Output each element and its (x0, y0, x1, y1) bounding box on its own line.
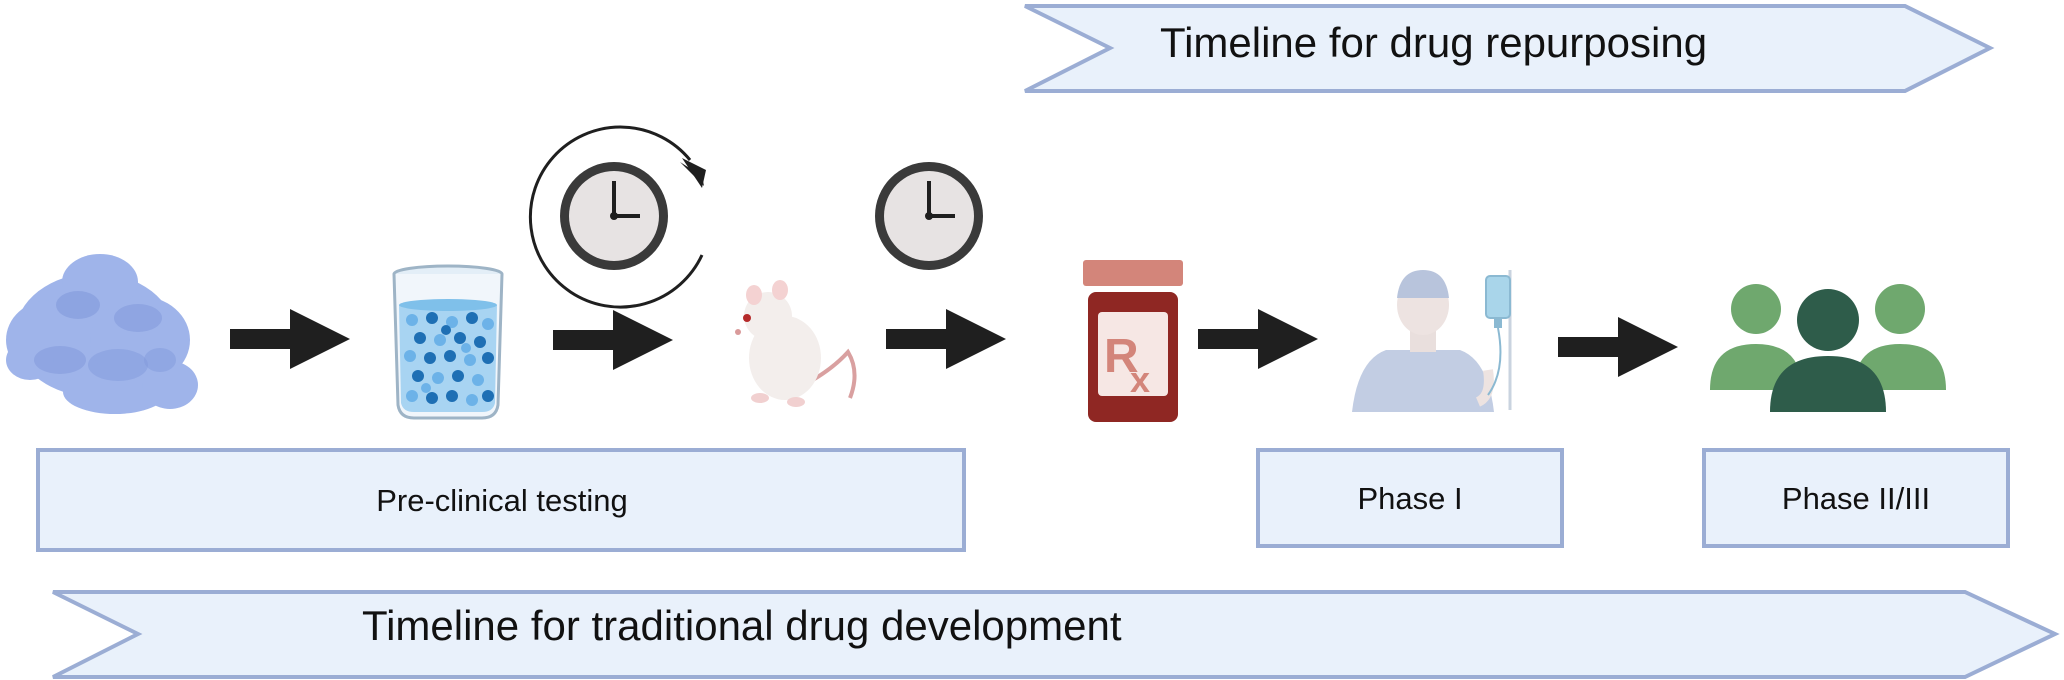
phase23-stage-box: Phase II/III (1702, 448, 2010, 548)
mouse-icon (735, 280, 857, 407)
preclinical-stage-label: Pre-clinical testing (376, 483, 628, 518)
arrow-right-icon (553, 310, 673, 370)
preclinical-stage-box: Pre-clinical testing (36, 448, 966, 552)
clock-cycle-icon (528, 125, 706, 309)
arrow-right-icon (230, 309, 350, 369)
patient-iv-icon (1352, 270, 1512, 412)
beaker-beads (404, 312, 494, 406)
people-group-icon (1710, 284, 1946, 412)
repurposing-banner-shape (1024, 3, 1995, 93)
rx-symbol: R (1104, 330, 1139, 383)
arrow-right-icon (886, 309, 1006, 369)
rx-symbol-x: x (1130, 359, 1150, 400)
clock-icon (875, 162, 983, 270)
arrow-right-icon (1558, 317, 1678, 377)
beaker-cells-icon (392, 264, 504, 420)
rx-bottle-icon: R x (1083, 260, 1183, 422)
phase23-stage-label: Phase II/III (1782, 481, 1930, 516)
repurposing-timeline-banner: Timeline for drug repurposing (1024, 3, 1995, 93)
phase1-stage-label: Phase I (1357, 481, 1462, 516)
traditional-timeline-banner: Timeline for traditional drug developmen… (52, 590, 2060, 679)
protein-blob-icon (6, 254, 198, 414)
traditional-timeline-label: Timeline for traditional drug developmen… (362, 602, 1122, 649)
phase1-stage-box: Phase I (1256, 448, 1564, 548)
arrow-right-icon (1198, 309, 1318, 369)
repurposing-timeline-label: Timeline for drug repurposing (1160, 19, 1707, 66)
traditional-banner-shape (52, 590, 2060, 679)
